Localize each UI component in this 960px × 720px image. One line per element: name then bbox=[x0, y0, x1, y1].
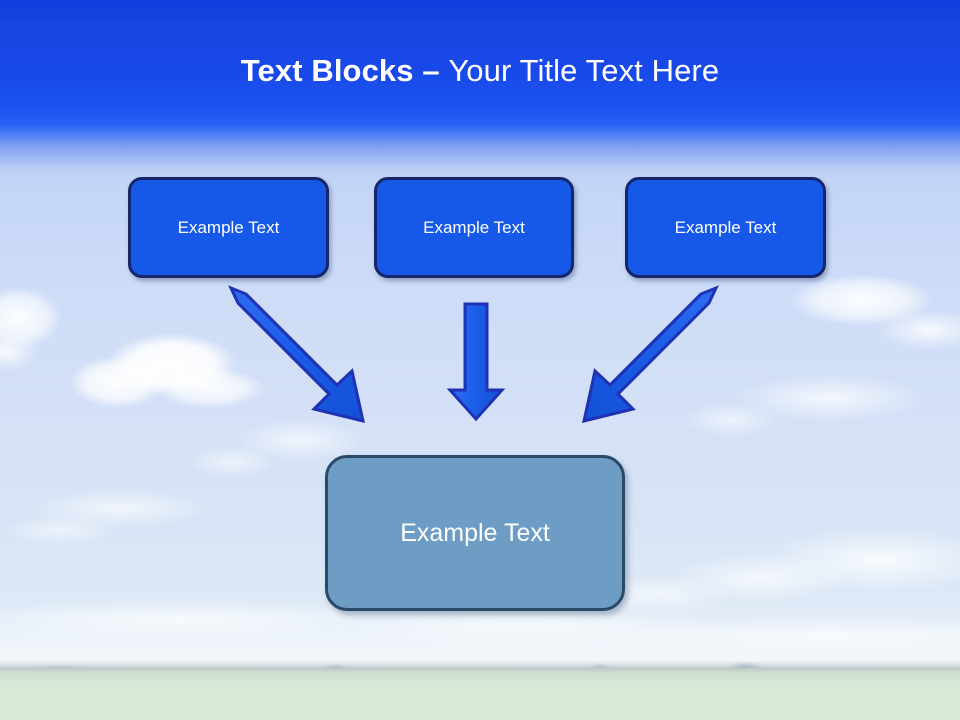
title-banner bbox=[0, 0, 960, 126]
text-block-2[interactable]: Example Text bbox=[374, 177, 574, 278]
text-block-2-label: Example Text bbox=[423, 217, 525, 237]
field-ground-layer bbox=[0, 668, 960, 720]
text-block-3-label: Example Text bbox=[674, 217, 777, 237]
text-block-3[interactable]: Example Text bbox=[625, 177, 826, 278]
page-title: Text Blocks – Your Title Text Here bbox=[0, 52, 960, 90]
text-block-1-label: Example Text bbox=[177, 217, 280, 237]
text-block-1[interactable]: Example Text bbox=[128, 177, 329, 278]
title-banner-fade bbox=[0, 126, 960, 180]
page-title-light: Your Title Text Here bbox=[448, 53, 720, 88]
page-title-bold: Text Blocks bbox=[240, 53, 423, 88]
page-title-dash: – bbox=[422, 53, 449, 88]
result-text-block-label: Example Text bbox=[400, 519, 550, 547]
result-text-block[interactable]: Example Text bbox=[325, 455, 625, 611]
